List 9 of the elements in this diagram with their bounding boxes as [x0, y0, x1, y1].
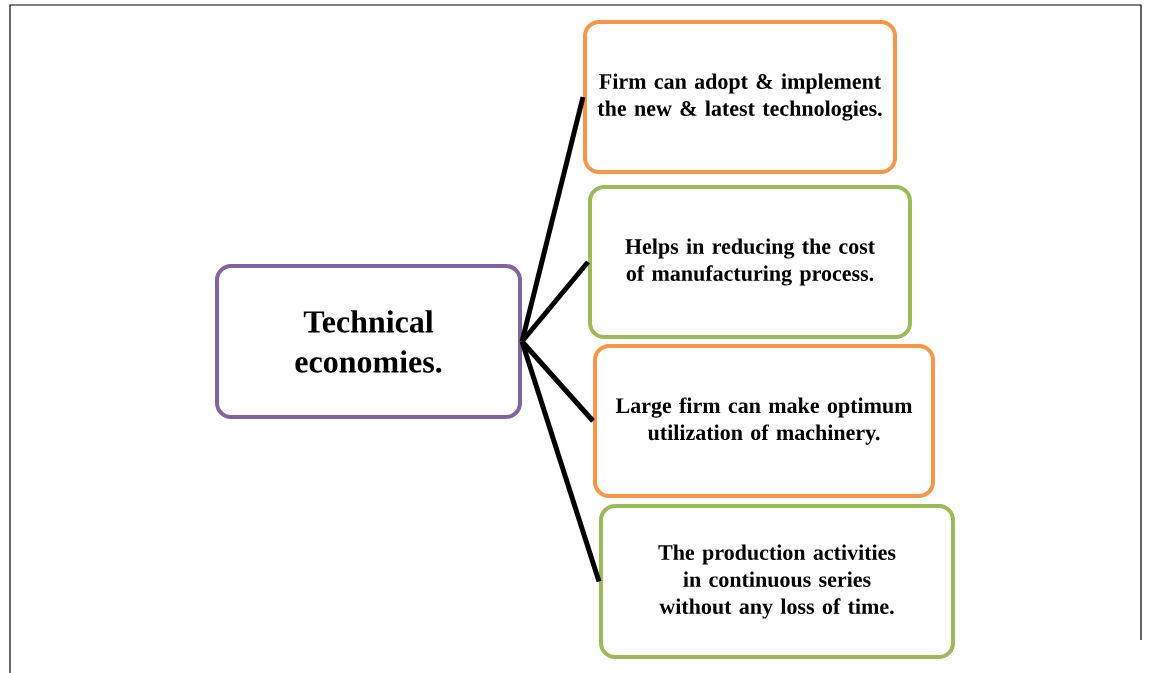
connector-line [520, 339, 595, 423]
connector-line [520, 260, 590, 344]
topic-box: Technical economies. [215, 264, 522, 419]
connector-line [519, 340, 602, 583]
text-box: Helps in reducing the cost of manufacturing process. [588, 185, 912, 339]
text-box: Firm can adopt & implement the new & latest technologies. [583, 20, 897, 174]
text-box: Large firm can make optimum utilization of machinery. [593, 344, 935, 498]
connector-line [519, 96, 586, 343]
text-box: The production activities in continuous series without any loss of time. [599, 504, 955, 659]
